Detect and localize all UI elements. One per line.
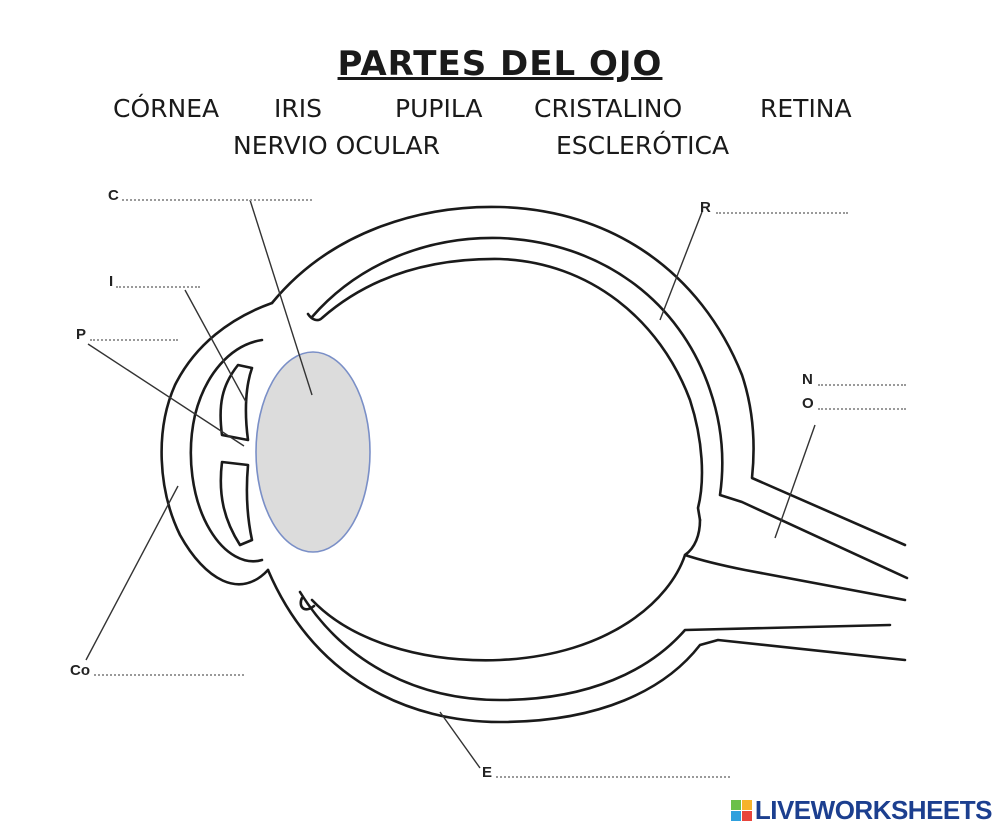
- leader-c: [249, 199, 313, 396]
- leader-r: [659, 211, 703, 321]
- blank-n[interactable]: [818, 384, 906, 386]
- sclera-inner-lower: [298, 590, 892, 702]
- word-bank-cornea: CÓRNEA: [113, 94, 220, 123]
- word-bank-retina: RETINA: [760, 94, 852, 123]
- blank-r[interactable]: [716, 212, 848, 214]
- label-c: C: [108, 187, 119, 204]
- liveworksheets-icon: [730, 799, 753, 822]
- label-co: Co: [70, 662, 90, 679]
- sclera-inner: [310, 236, 909, 580]
- label-r: R: [700, 199, 711, 216]
- label-n: N: [802, 371, 813, 388]
- leader-p: [87, 343, 245, 447]
- iris-lower: [219, 460, 254, 547]
- blank-i[interactable]: [116, 286, 200, 288]
- retina-upper: [306, 257, 704, 522]
- label-o: O: [802, 395, 814, 412]
- word-bank-pupila: PUPILA: [395, 94, 483, 123]
- word-bank-esclerotica: ESCLERÓTICA: [556, 131, 730, 160]
- leader-no: [774, 424, 816, 539]
- word-bank-cristalino: CRISTALINO: [534, 94, 683, 123]
- blank-o[interactable]: [818, 408, 906, 410]
- sclera-outer: [270, 205, 907, 547]
- page-title: PARTES DEL OJO: [337, 44, 663, 84]
- lens: [255, 351, 371, 553]
- iris-upper: [219, 363, 254, 442]
- blank-co[interactable]: [94, 674, 244, 676]
- cornea-inner: [189, 338, 264, 563]
- label-p: P: [76, 326, 87, 343]
- blank-c[interactable]: [122, 199, 312, 201]
- leader-co: [85, 485, 179, 661]
- optic-nerve-line: [683, 553, 907, 602]
- retina-back: [310, 518, 702, 662]
- label-e: E: [482, 764, 493, 781]
- blank-e[interactable]: [496, 776, 730, 778]
- word-bank-iris: IRIS: [274, 94, 322, 123]
- leader-i: [184, 289, 247, 403]
- leader-e: [439, 711, 481, 769]
- cornea-outer: [160, 301, 274, 586]
- sclera-outer-lower: [266, 568, 907, 724]
- brand-logo[interactable]: LIVEWORKSHEETS: [730, 795, 993, 826]
- brand-name: LIVEWORKSHEETS: [754, 795, 993, 825]
- word-bank-nervio-ocular: NERVIO OCULAR: [233, 131, 441, 160]
- retina-lower: [299, 596, 316, 611]
- label-i: I: [109, 273, 114, 290]
- blank-p[interactable]: [90, 339, 178, 341]
